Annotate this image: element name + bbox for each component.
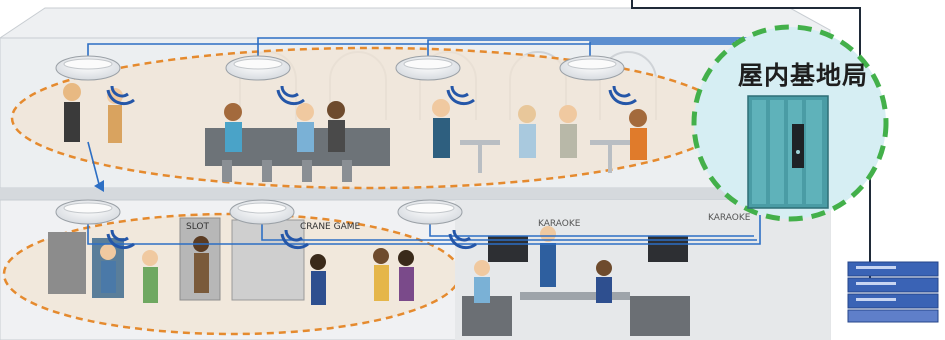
access-point-upper-1	[56, 56, 120, 80]
slot-sign: SLOT	[186, 222, 209, 232]
access-point-lower-2	[230, 200, 294, 224]
access-point-lower-1	[56, 200, 120, 224]
access-point-upper-4	[560, 56, 624, 80]
crane-game-sign: CRANE GAME	[300, 222, 361, 232]
floor-slab	[0, 188, 830, 200]
karaoke-sign-left: KARAOKE	[538, 219, 581, 229]
building-roof	[0, 8, 830, 38]
access-point-upper-3	[396, 56, 460, 80]
access-point-lower-3	[398, 200, 462, 224]
access-point-upper-2	[226, 56, 290, 80]
base-station-rack	[748, 96, 828, 208]
server-unit	[848, 262, 938, 322]
karaoke-sofa-right	[630, 296, 690, 336]
karaoke-table	[520, 292, 630, 300]
karaoke-sign-right: KARAOKE	[708, 213, 751, 223]
base-station-label: 屋内基地局	[718, 56, 888, 92]
